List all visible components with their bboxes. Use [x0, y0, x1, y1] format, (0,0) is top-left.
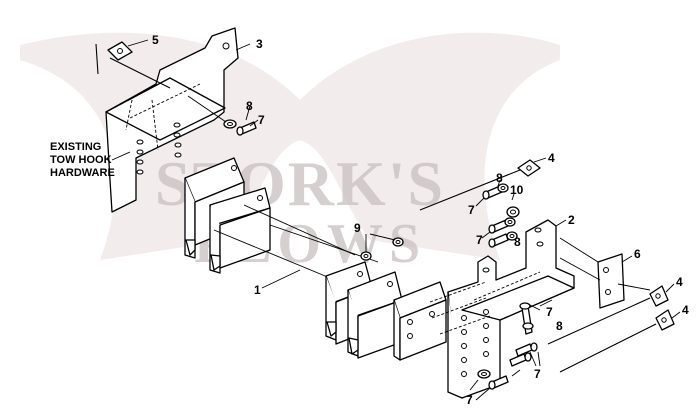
callout-line3: HARDWARE: [50, 167, 115, 179]
bracket-2: [429, 219, 575, 399]
nut-plate-4-right-a: [547, 285, 669, 345]
spacer-plate: [393, 281, 447, 361]
washers-9: [360, 233, 404, 261]
hardware-stack-lower: [477, 299, 553, 390]
bracket-3: [105, 27, 239, 213]
nut-plate-5: [95, 41, 171, 89]
label-part-7-lower-a: 7: [546, 305, 553, 319]
label-part-7-upper: 7: [258, 113, 265, 127]
label-part-4-right-a: 4: [676, 275, 683, 289]
label-part-8-lower: 8: [556, 319, 563, 333]
label-part-7-lower-b: 7: [534, 367, 541, 381]
plate-6: [559, 237, 651, 309]
nut-plate-4-right-b: [559, 309, 675, 373]
label-part-4-upper: 4: [548, 151, 555, 165]
leader-lines: [111, 39, 681, 401]
label-part-10: 10: [510, 183, 524, 197]
bracket-3-slots: [136, 122, 182, 175]
label-part-9: 9: [354, 221, 361, 235]
bracket-2-holes: [461, 227, 544, 377]
callout-existing-hardware: EXISTING TOW HOOK HARDWARE: [50, 141, 115, 179]
spacer-bar-1: [184, 157, 403, 359]
label-part-7-lower-c: 7: [466, 393, 473, 407]
label-part-1: 1: [254, 283, 261, 297]
label-part-8-mid-b: 8: [514, 235, 521, 249]
callout-line1: EXISTING: [50, 141, 101, 153]
label-part-2: 2: [568, 213, 575, 227]
label-part-6: 6: [634, 247, 641, 261]
label-part-5: 5: [152, 33, 159, 47]
label-part-8-mid: 8: [496, 171, 503, 185]
label-part-4-right-b: 4: [682, 303, 689, 317]
hardware-stack-upper: [482, 183, 520, 248]
callout-line2: TOW HOOK: [50, 154, 112, 166]
label-part-8-upper: 8: [246, 99, 253, 113]
label-part-7-mid-a: 7: [468, 203, 475, 217]
label-part-3: 3: [256, 37, 263, 51]
label-part-7-mid-b: 7: [476, 233, 483, 247]
part-numbers: 5 3 8 7 1 9 4 8 10 7 7 8 2 6 4 4 7 8 7 7: [152, 33, 689, 407]
nut-plate-4-upper: [419, 159, 541, 211]
